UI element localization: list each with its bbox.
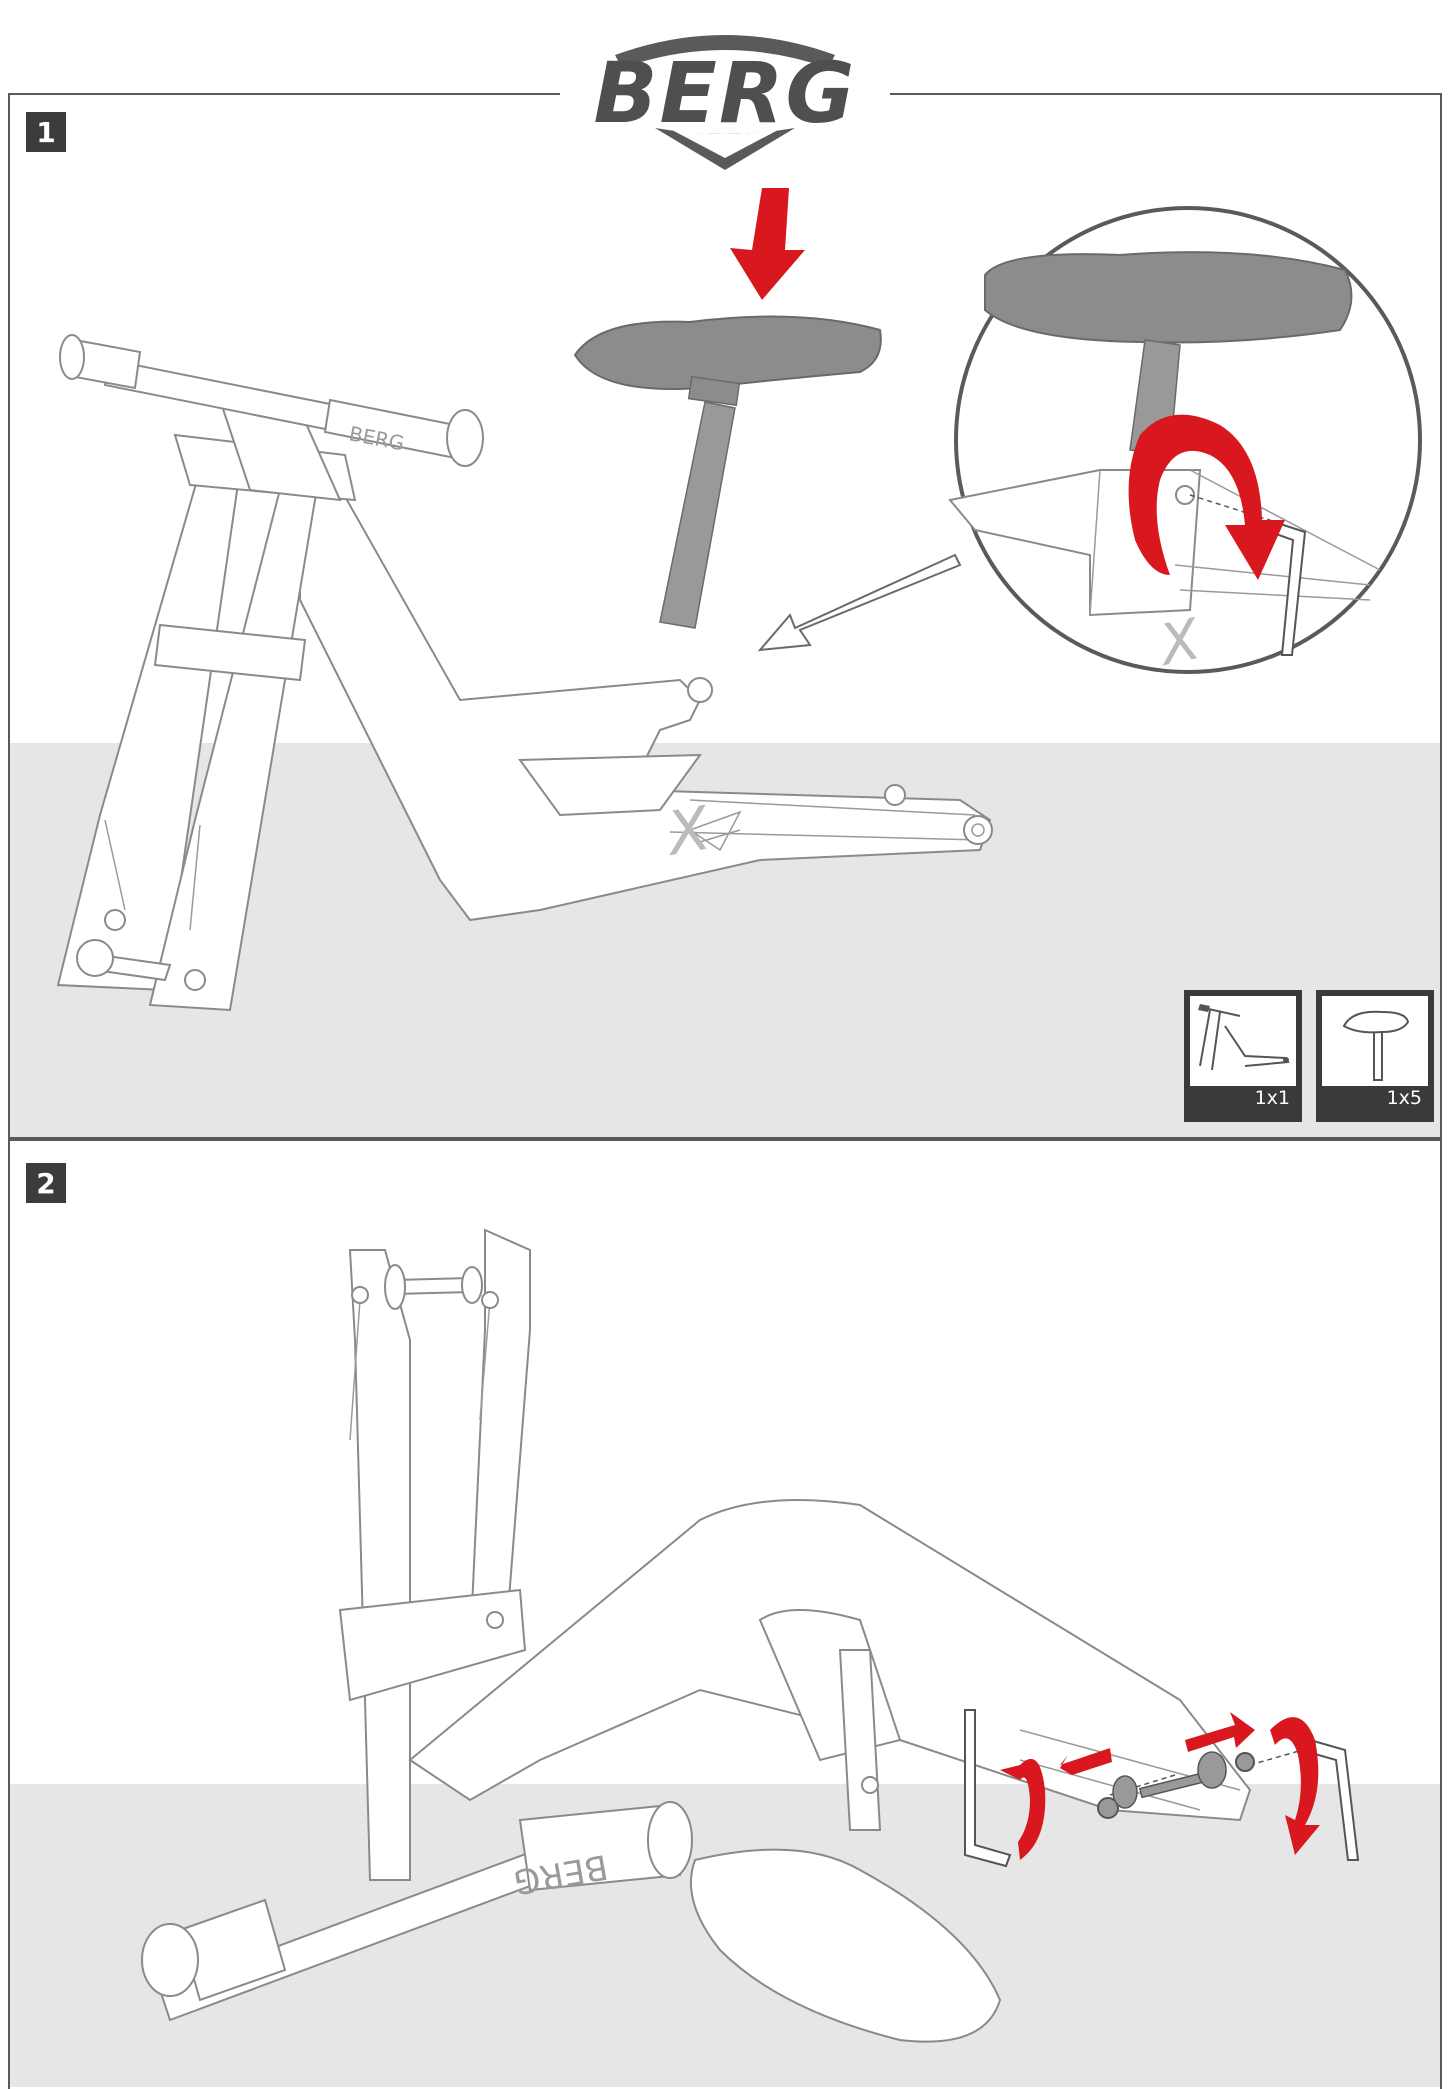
detail-pointer-arrow [757, 553, 962, 652]
logo-backdrop [560, 85, 890, 109]
push-right-arrow-icon [1185, 1712, 1255, 1752]
tighten-rotation-icon [1128, 414, 1285, 580]
part-frame-qty: 1x1 [1254, 1087, 1290, 1109]
berg-logo: BERG [560, 10, 890, 175]
saddle-inverted [689, 1848, 1002, 2043]
saddle-icon [573, 315, 882, 391]
insert-arrow-icon [730, 188, 805, 300]
seatpost-icon [659, 401, 736, 629]
axle-spacer-right [1197, 1751, 1227, 1789]
seat-clamp [687, 375, 741, 407]
step-2-badge: 2 [26, 1163, 66, 1203]
axle-bolt-left [1097, 1797, 1119, 1819]
rotate-left-icon [1000, 1758, 1046, 1860]
fork-leg-left-inverted [348, 1249, 411, 1881]
axle-spacer-left [1112, 1775, 1138, 1809]
part-box-frame: 1x1 [1184, 990, 1302, 1122]
bike-frame-icon [299, 469, 992, 922]
step-1-badge: 1 [26, 112, 66, 152]
logo-text: BERG [593, 44, 857, 142]
saddle-icon [1342, 1010, 1410, 1081]
allen-key-left-icon [964, 1709, 1012, 1868]
push-left-arrow-icon [1060, 1748, 1112, 1775]
part-saddle-thumbnail [1322, 996, 1428, 1086]
rotate-right-icon [1270, 1717, 1320, 1855]
logo-shield-icon [615, 35, 835, 170]
part-box-saddle: 1x5 [1316, 990, 1434, 1122]
axle-bolt-right [1235, 1752, 1255, 1772]
step-2-frame [8, 1139, 1442, 2089]
bike-frame-icon [1198, 1004, 1290, 1071]
part-frame-thumbnail [1190, 996, 1296, 1086]
part-saddle-qty: 1x5 [1386, 1087, 1422, 1109]
